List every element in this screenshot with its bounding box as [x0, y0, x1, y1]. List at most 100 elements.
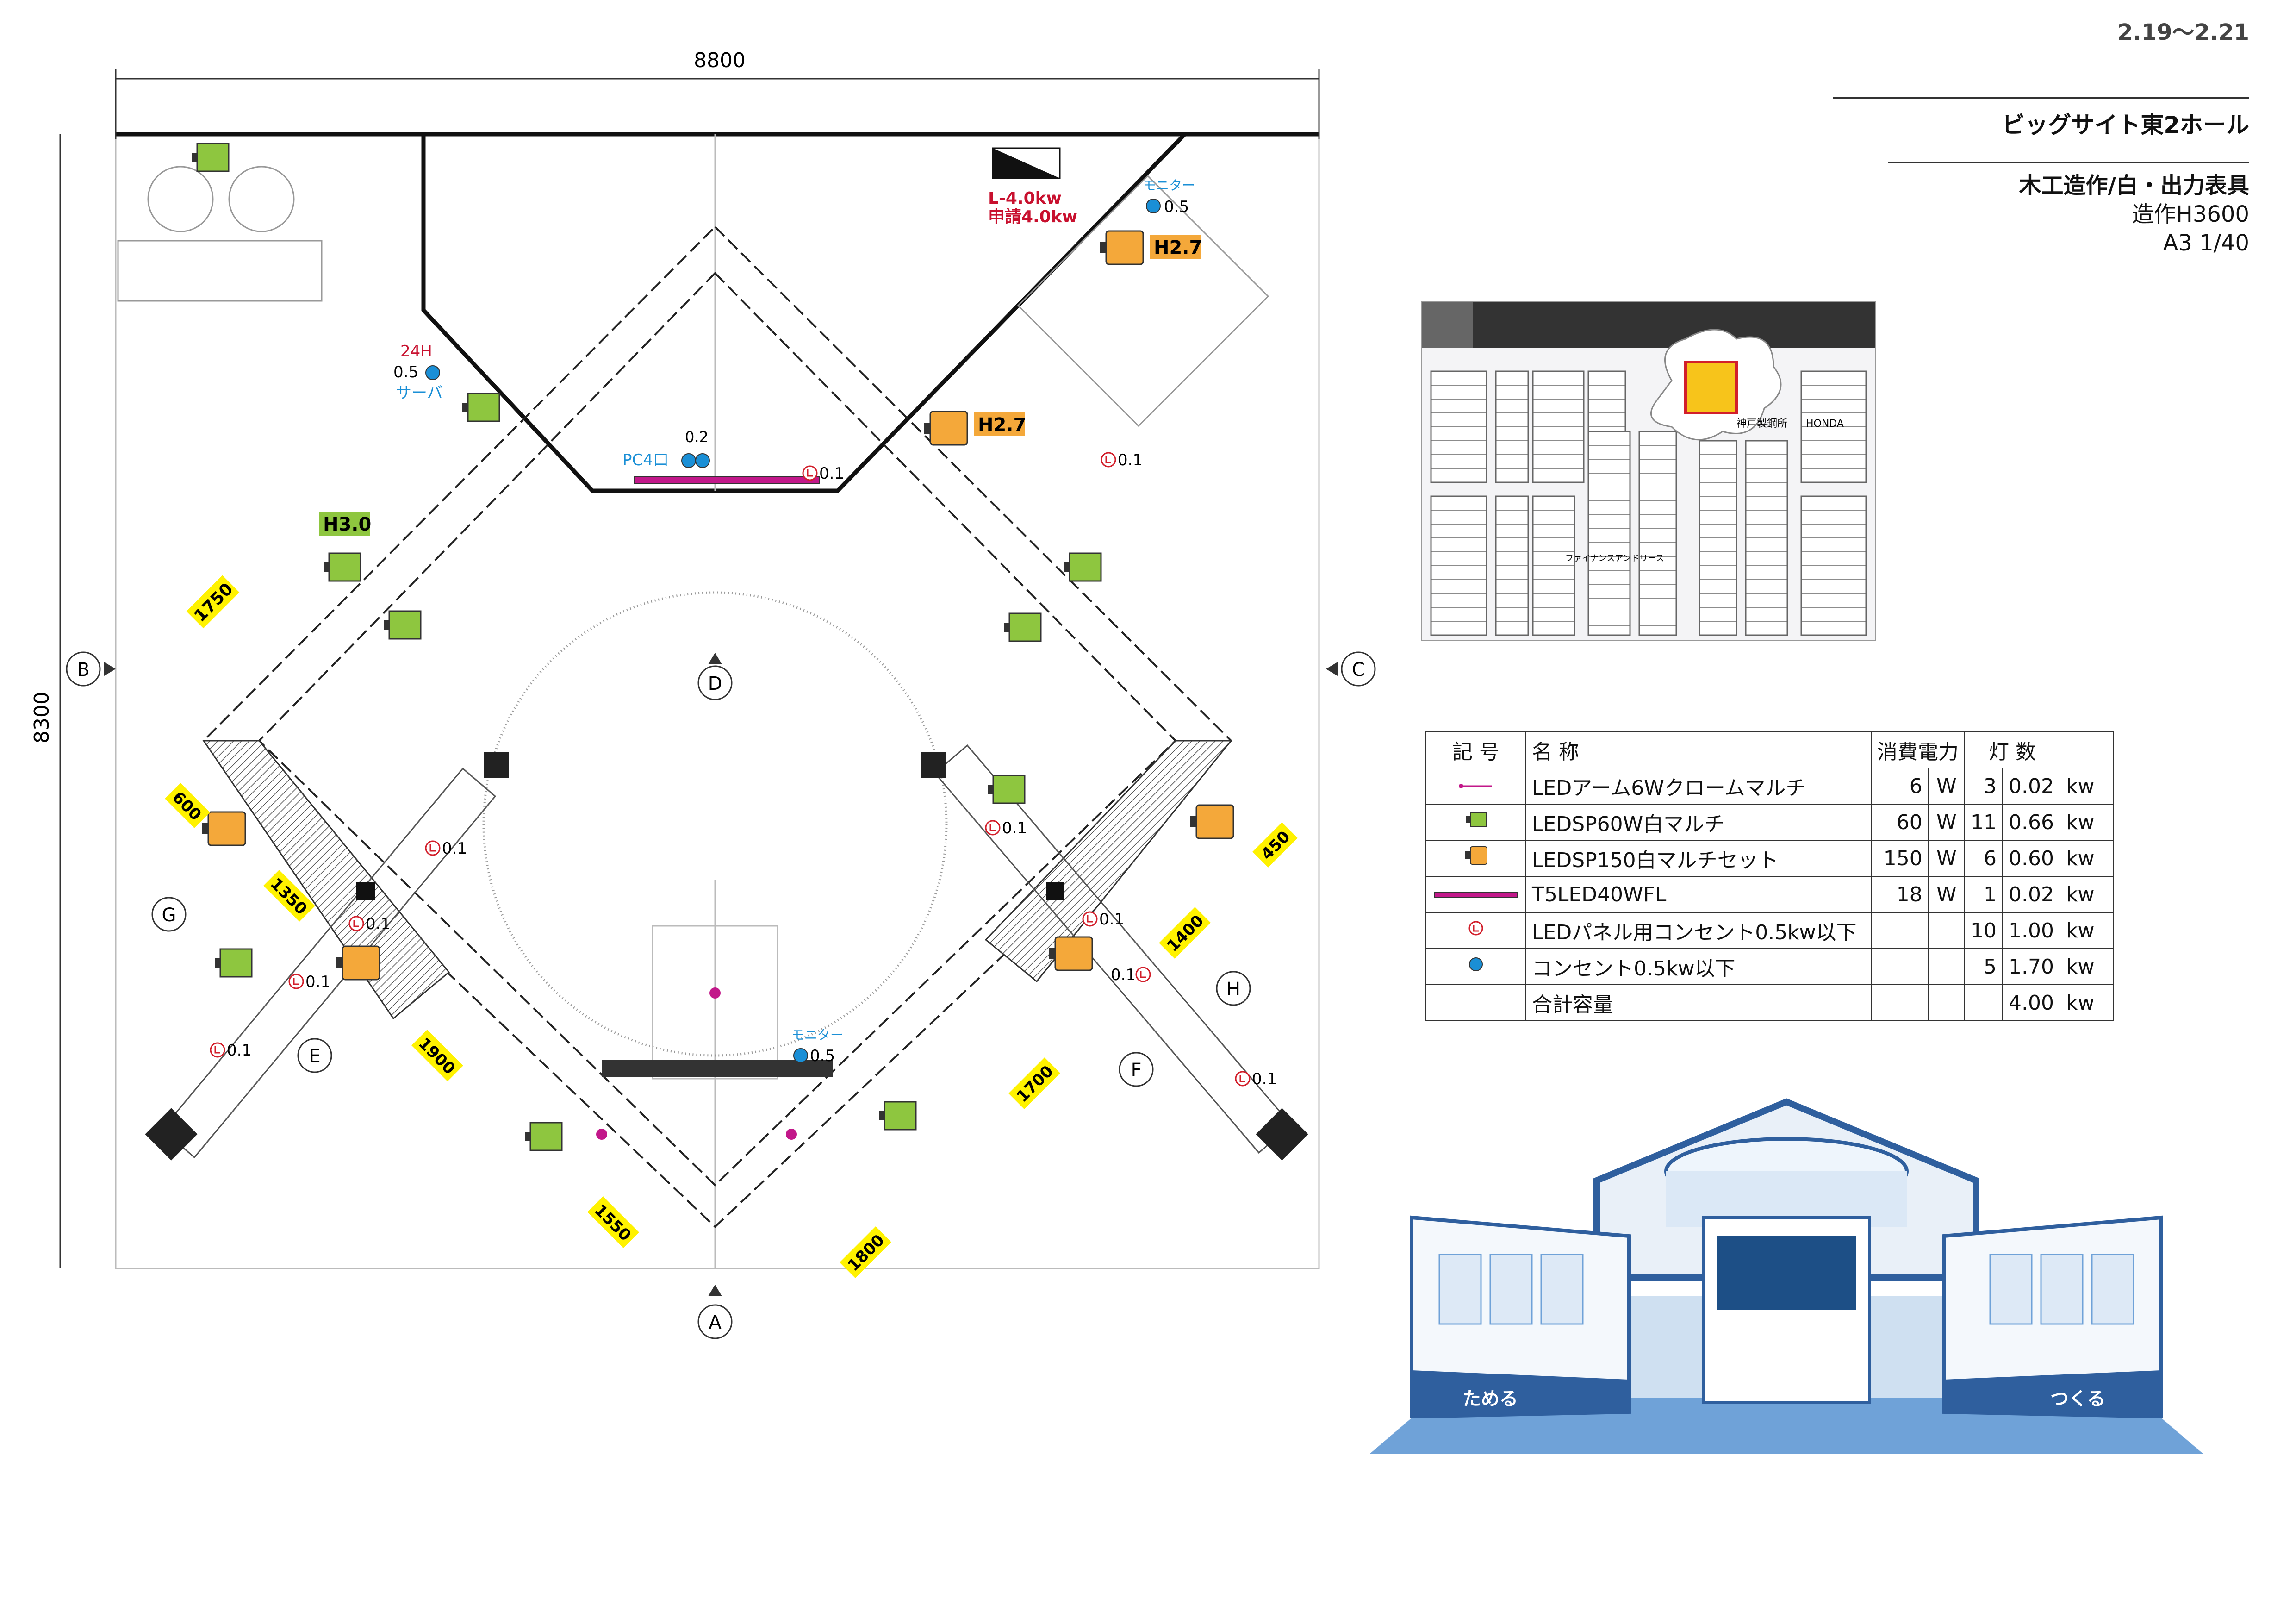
spotlight-150w: [1189, 804, 1234, 839]
column-base: [1256, 1108, 1308, 1161]
spec-height: 造作H3600: [2131, 201, 2249, 227]
column-base: [1046, 882, 1064, 900]
height-badge: [1150, 235, 1201, 259]
legend-unit: W: [1928, 804, 1966, 841]
spotlight-60w: [1003, 612, 1042, 642]
outlet-value: 0.1: [442, 839, 467, 858]
legend-kw-unit: kw: [2059, 876, 2114, 913]
spotlight-60w: [524, 1122, 563, 1151]
legend-unit: W: [1928, 768, 1966, 805]
divider: [1833, 97, 2249, 99]
total-unit: kw: [2059, 984, 2114, 1021]
panel-outlet-icon: [348, 916, 364, 931]
svg-text:G: G: [162, 905, 176, 926]
panel-outlet-icon: [425, 840, 441, 856]
legend-unit: [1928, 912, 1966, 949]
legend-symbol: [1425, 984, 1526, 1021]
monitor-label-upper: モニター: [1143, 178, 1195, 193]
power-request-line2: 申請4.0kw: [988, 207, 1077, 226]
spec-scale: A3 1/40: [2163, 230, 2249, 256]
spotlight-150w: [1099, 230, 1144, 265]
spotlight-150w: [201, 811, 246, 846]
legend-kw-unit: kw: [2059, 840, 2114, 877]
section-marker-b: B: [66, 651, 116, 687]
outlet-value: 0.1: [819, 464, 844, 483]
server-24h-label: 24H: [400, 342, 432, 361]
legend-kw-unit: kw: [2059, 912, 2114, 949]
legend-kw: 1.70: [2002, 948, 2060, 985]
spotlight-150w: [335, 945, 380, 981]
column-base: [484, 752, 509, 778]
outlet-value: 0.1: [227, 1041, 252, 1060]
height-badge: [319, 512, 370, 536]
legend-kw: 0.66: [2002, 804, 2060, 841]
svg-text:H: H: [1226, 979, 1240, 1000]
outlet-value: 0.1: [1099, 910, 1124, 929]
server-label: サーバ: [396, 384, 443, 402]
outlet-icon: [695, 453, 710, 468]
legend-name: LEDSP150白マルチセット: [1525, 840, 1872, 877]
wing-panel-left: [202, 740, 450, 1020]
storage-area: [1017, 175, 1269, 427]
col-symbol: 記 号: [1425, 731, 1526, 768]
svg-text:F: F: [1131, 1060, 1141, 1081]
spotlight-150w: [923, 411, 968, 446]
svg-text:D: D: [708, 673, 722, 694]
legend-kw: 1.00: [2002, 912, 2060, 949]
legend-watt: 60: [1871, 804, 1929, 841]
spotlight-60w: [461, 393, 500, 422]
booth-rendering: ためる つくる: [1370, 1098, 2203, 1454]
legend-kw: 0.02: [2002, 768, 2060, 805]
legend-count: 1: [1964, 876, 2003, 913]
hall-block: [1587, 431, 1631, 636]
legend-name: LEDSP60W白マルチ: [1525, 804, 1872, 841]
event-date: 2.19～2.21: [2117, 19, 2249, 45]
frame-outer: [202, 225, 1232, 1228]
column-base: [145, 1108, 198, 1161]
legend-watt: [1871, 948, 1929, 985]
power-request-line1: L-4.0kw: [988, 189, 1062, 208]
legend-count: 6: [1964, 840, 2003, 877]
dimension-height: 8300: [30, 692, 54, 743]
server-value: 0.5: [393, 363, 418, 381]
legend-symbol: [1425, 912, 1526, 949]
height-label: H3.0: [323, 514, 371, 535]
booth-boundary: [115, 133, 1320, 1269]
outlet-icon: [793, 1048, 808, 1063]
pc-outlet-label: PC4口: [622, 451, 669, 469]
legend-unit: W: [1928, 840, 1966, 877]
panel-outlet-icon: [288, 974, 304, 989]
tv-monitor: [602, 1060, 833, 1077]
height-badge: [974, 412, 1025, 436]
section-marker-f: F: [1119, 1052, 1154, 1087]
diagonal-beam-left: [161, 767, 497, 1159]
pc-value: 0.2: [685, 428, 709, 446]
legend-unit: W: [1928, 876, 1966, 913]
svg-text:E: E: [309, 1046, 320, 1067]
total-kw: 4.00: [2002, 984, 2060, 1021]
monitor-value-upper: 0.5: [1164, 198, 1189, 216]
legend-count: 11: [1964, 804, 2003, 841]
back-wall-structure: [421, 132, 1187, 493]
outlet-value: 0.1: [1002, 819, 1027, 837]
panel-outlet-icon: [1101, 452, 1116, 468]
legend-symbol: [1425, 804, 1526, 841]
section-marker-d: D: [697, 653, 733, 700]
outlet-value: 0.1: [1118, 451, 1143, 469]
legend-count: 3: [1964, 768, 2003, 805]
spotlight-60w: [878, 1101, 917, 1131]
monitor-value-lower: 0.5: [810, 1047, 835, 1065]
exhibitor-label: 神戸製鋼所: [1736, 418, 1787, 430]
monitor-label-lower: モニター: [791, 1027, 843, 1043]
legend-watt: [1871, 912, 1929, 949]
legend-kw-unit: kw: [2059, 768, 2114, 805]
spotlight-60w: [191, 143, 230, 172]
outlet-icon: [1146, 199, 1161, 213]
section-marker-c: C: [1326, 651, 1376, 687]
section-marker-e: E: [297, 1038, 332, 1073]
